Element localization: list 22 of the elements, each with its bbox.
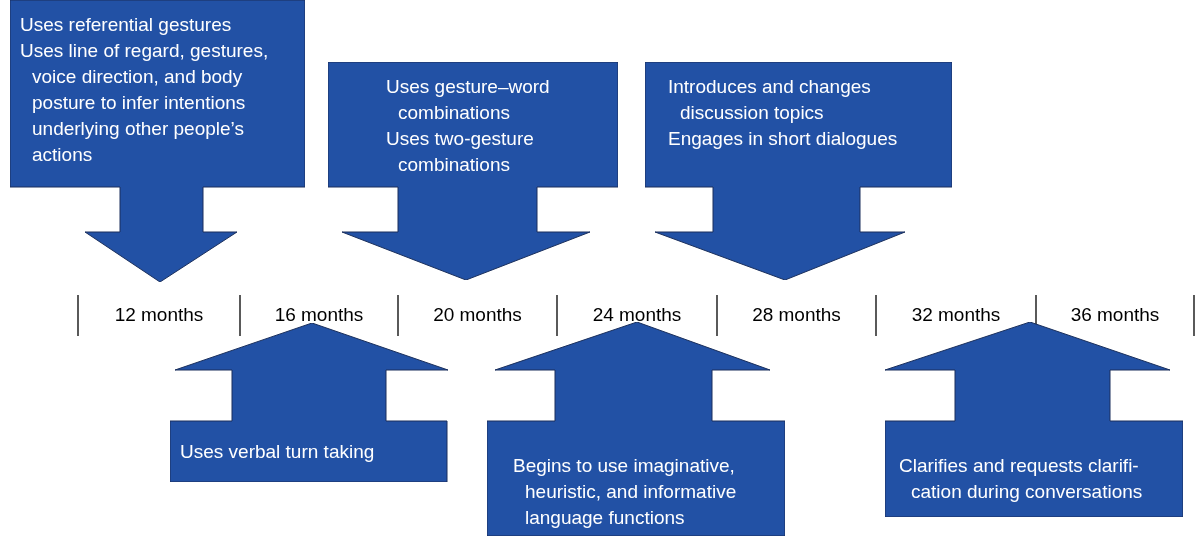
callout-arrow — [328, 62, 618, 280]
callout-arrow — [885, 322, 1183, 517]
callout-arrow — [487, 322, 785, 536]
month-label: 28 months — [752, 303, 841, 327]
month-label: 16 months — [274, 303, 364, 327]
callout-text: Begins to use imaginative, heuristic, and informative language functions — [513, 454, 738, 530]
callout-arrow — [645, 62, 952, 280]
callout-text: Clarifies and requests clarifi-cation during conversations — [899, 454, 1144, 504]
callout-text: Uses gesture–word combinations — [386, 75, 551, 125]
month-label: 12 months — [114, 303, 204, 327]
callout-arrow — [170, 323, 448, 482]
callout-text: Uses line of regard, gestures, voice direction, and body posture to infer intentions underlying other people’s actions — [20, 39, 270, 167]
month-label: 24 months — [592, 303, 682, 327]
month-label: 20 months — [433, 303, 522, 327]
callout-arrow — [10, 0, 305, 282]
month-label: 36 months — [1070, 303, 1160, 327]
month-label: 32 months — [911, 303, 1001, 327]
callout-text: Uses two-gesture combinations — [386, 127, 535, 177]
callout-text: Uses referential gestures — [20, 13, 233, 37]
callout-text: Introduces and changes discussion topics — [668, 75, 872, 125]
callout-text: Uses verbal turn taking — [180, 440, 376, 464]
callout-text: Engages in short dialogues — [668, 127, 899, 151]
